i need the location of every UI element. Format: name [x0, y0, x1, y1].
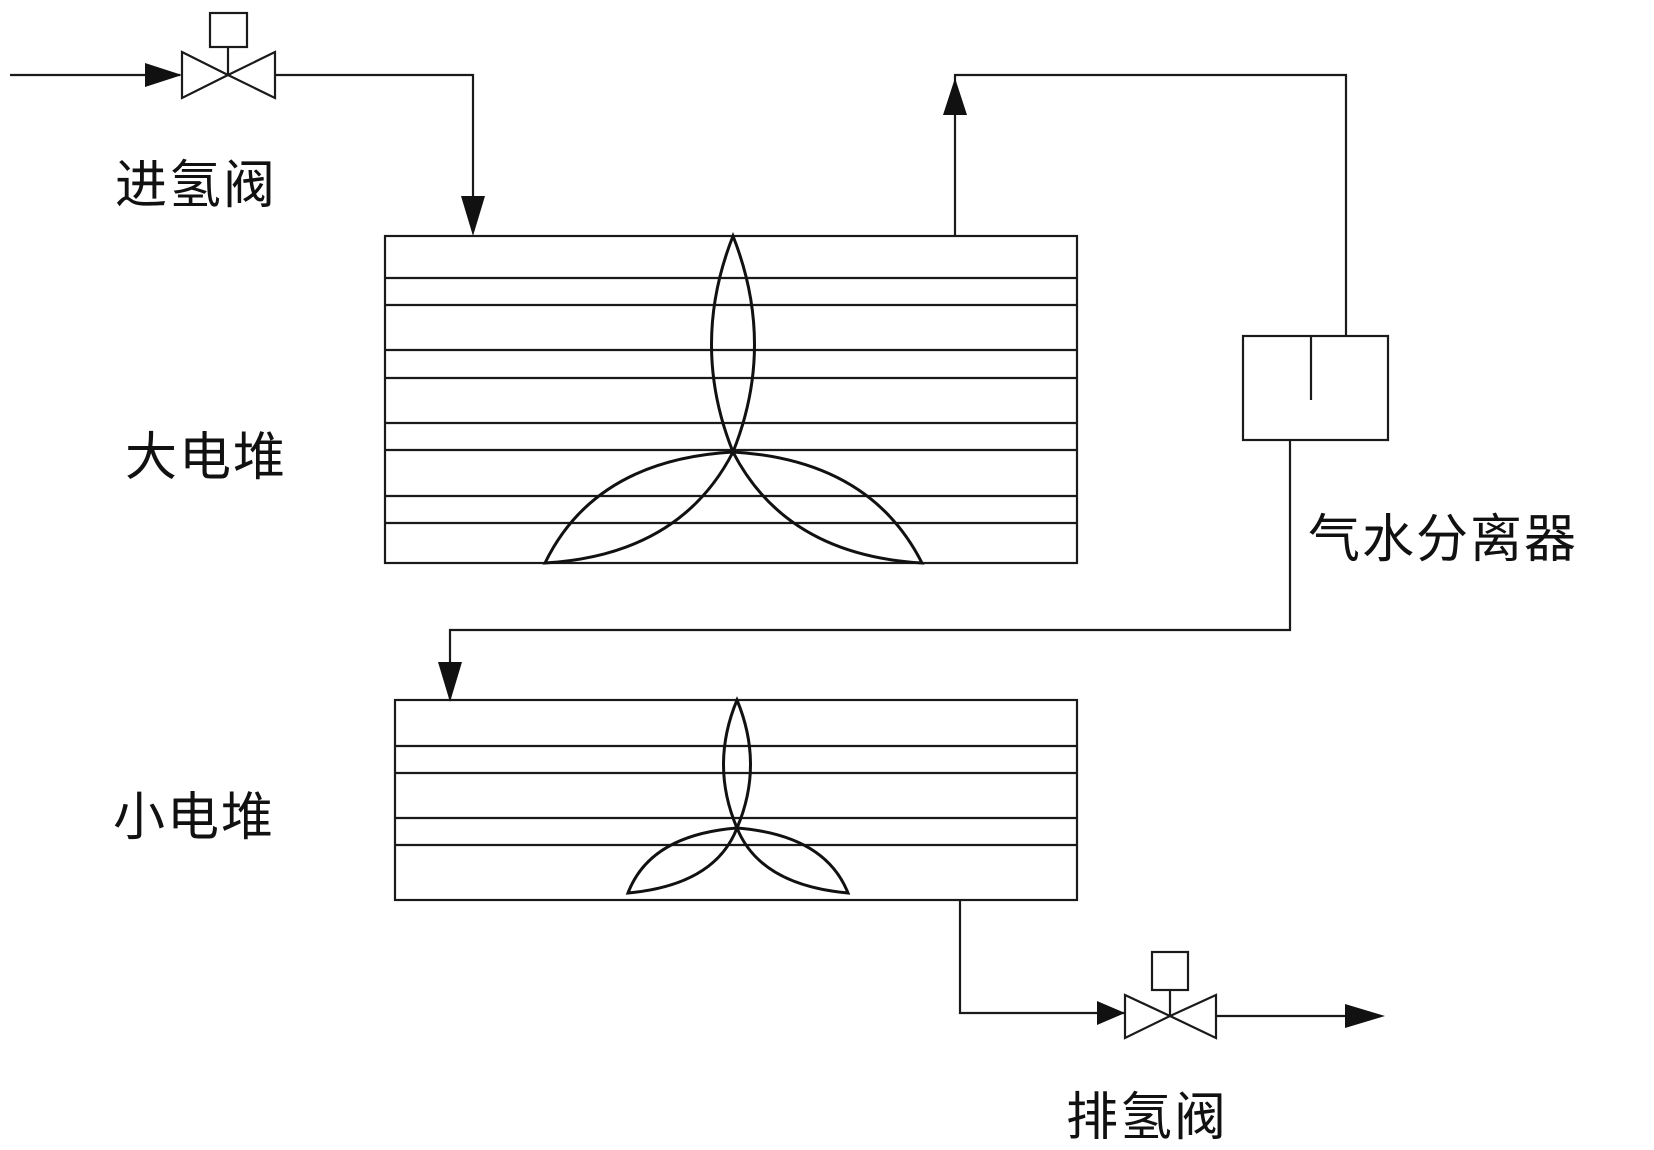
- fan-icon: [542, 231, 925, 565]
- small-stack[interactable]: [393, 696, 1079, 902]
- fan-icon: [625, 696, 851, 895]
- up-arrow-icon: [943, 78, 967, 115]
- right-arrow-icon: [1097, 1001, 1125, 1025]
- down-arrow-icon: [438, 662, 462, 702]
- inlet-arrow-icon: [145, 63, 182, 87]
- inlet-pipe: [10, 63, 182, 87]
- large-stack[interactable]: [383, 231, 1079, 565]
- inlet-valve[interactable]: [180, 11, 277, 100]
- pipe-small-stack-to-purge-valve: [958, 900, 1125, 1025]
- down-arrow-icon: [461, 196, 485, 236]
- label-large-stack: 大电堆: [125, 428, 288, 488]
- label-purge-valve: 排氢阀: [1066, 1088, 1229, 1148]
- pipe-separator-to-small-stack: [438, 440, 1292, 702]
- label-separator: 气水分离器: [1308, 510, 1579, 570]
- exhaust-arrow-icon: [1345, 1004, 1385, 1028]
- pipe-valve-to-large-stack: [275, 73, 485, 236]
- label-small-stack: 小电堆: [113, 788, 276, 848]
- exhaust-pipe: [1216, 1004, 1385, 1028]
- pipe-large-stack-to-separator: [943, 73, 1348, 336]
- purge-valve[interactable]: [1123, 950, 1218, 1040]
- valve-actuator-icon: [208, 11, 249, 49]
- gas-water-separator[interactable]: [1241, 334, 1390, 442]
- label-inlet-valve: 进氢阀: [115, 156, 278, 216]
- valve-actuator-icon: [1150, 950, 1190, 992]
